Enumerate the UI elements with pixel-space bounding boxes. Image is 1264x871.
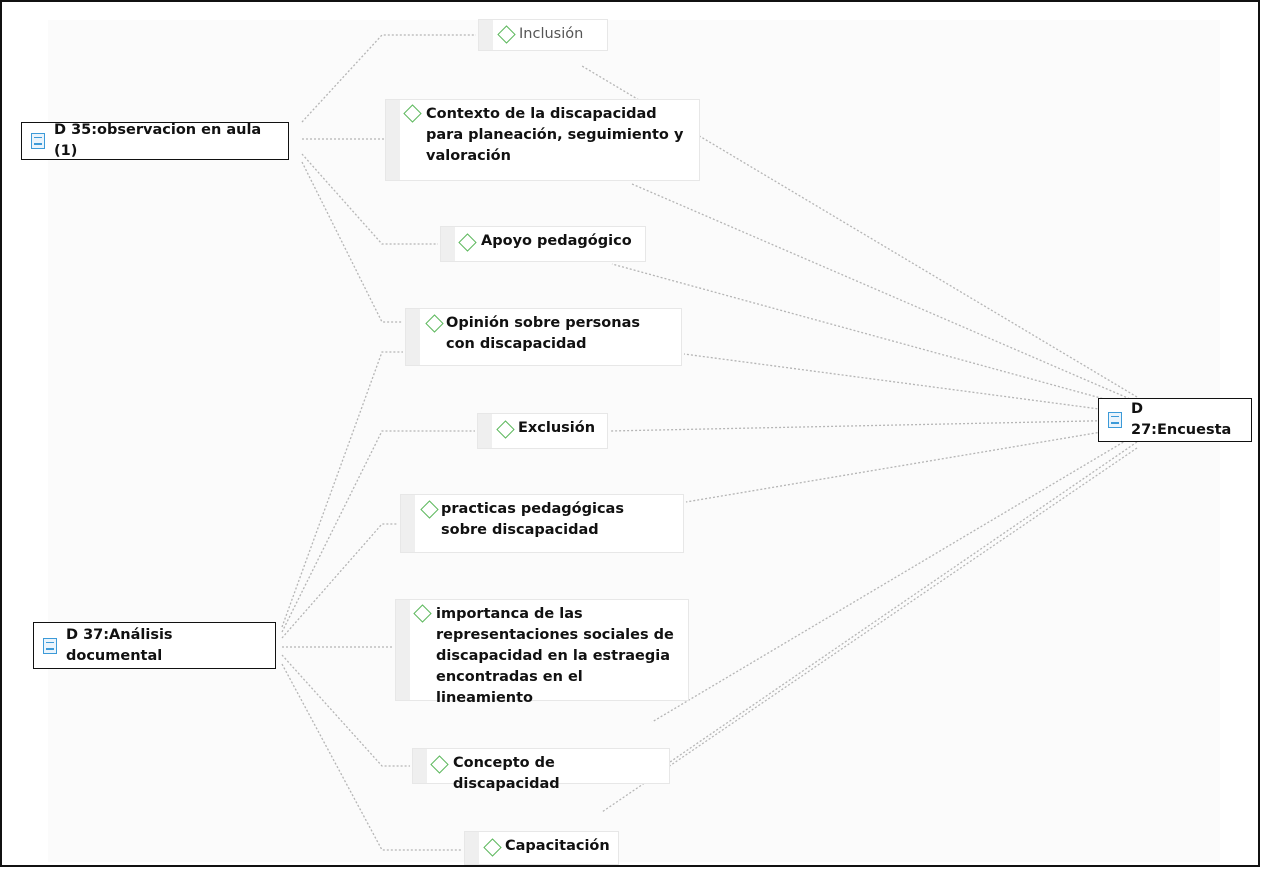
code-node-inclusion[interactable]: Inclusión [478,19,608,51]
code-label: practicas pedagógicas sobre discapacidad [441,501,624,538]
link-d35-inclusion [301,34,476,123]
code-node-contexto[interactable]: Contexto de la discapacidad para planeac… [385,99,700,181]
document-node-d37[interactable]: D 37:Análisis documental [33,622,276,669]
code-node-importanca[interactable]: importanca de las representaciones socia… [395,599,689,706]
code-label: Inclusión [519,26,584,42]
code-label: Opinión sobre personas con discapacidad [446,315,641,352]
code-node-concepto[interactable]: Concepto de discapacidad [412,748,670,792]
document-icon [31,133,45,149]
code-node-practicas[interactable]: practicas pedagógicas sobre discapacidad [400,494,684,553]
document-icon [43,637,57,654]
document-node-d35[interactable]: D 35:observacion en aula (1) [21,122,289,160]
code-diamond-icon [496,420,515,439]
code-label: importanca de las representaciones socia… [436,606,674,706]
code-diamond-icon [497,25,516,44]
code-node-exclusion[interactable]: Exclusión [477,413,608,449]
document-label: D 27:Encuesta [1131,401,1232,438]
link-d37-opinion [281,351,403,628]
link-d27-apoyo [611,263,1138,409]
document-node-d27[interactable]: D 27:Encuesta [1098,398,1252,442]
code-label: Contexto de la discapacidad para planeac… [426,106,684,164]
code-label: Apoyo pedagógico [481,233,632,249]
code-diamond-icon [420,500,439,519]
link-d27-contexto [631,183,1138,403]
code-label: Concepto de discapacidad [453,755,560,792]
link-d37-concepto [281,654,410,767]
code-diamond-icon [458,233,477,252]
code-node-capacitacion[interactable]: Capacitación [464,831,619,865]
document-label: D 35:observacion en aula (1) [54,122,262,159]
link-d35-apoyo [301,153,438,245]
link-d37-exclusion [281,430,475,633]
link-d27-opinion [683,353,1138,415]
link-d35-opinion [301,161,403,323]
code-diamond-icon [413,604,432,623]
link-d27-exclusion [609,419,1138,432]
code-diamond-icon [425,314,444,333]
code-label: Exclusión [518,420,596,436]
code-diamond-icon [430,755,449,774]
code-diamond-icon [403,104,422,123]
link-d27-importanca [651,433,1138,723]
link-d27-practicas [685,425,1138,503]
text-document-icon [1108,412,1122,428]
link-d37-capacitacion [281,663,462,851]
document-label: D 37:Análisis documental [66,626,173,664]
code-node-opinion[interactable]: Opinión sobre personas con discapacidad [405,308,682,366]
code-label: Capacitación [505,838,610,854]
code-diamond-icon [483,838,502,857]
link-d27-concepto [669,441,1138,763]
code-node-apoyo[interactable]: Apoyo pedagógico [440,226,646,262]
